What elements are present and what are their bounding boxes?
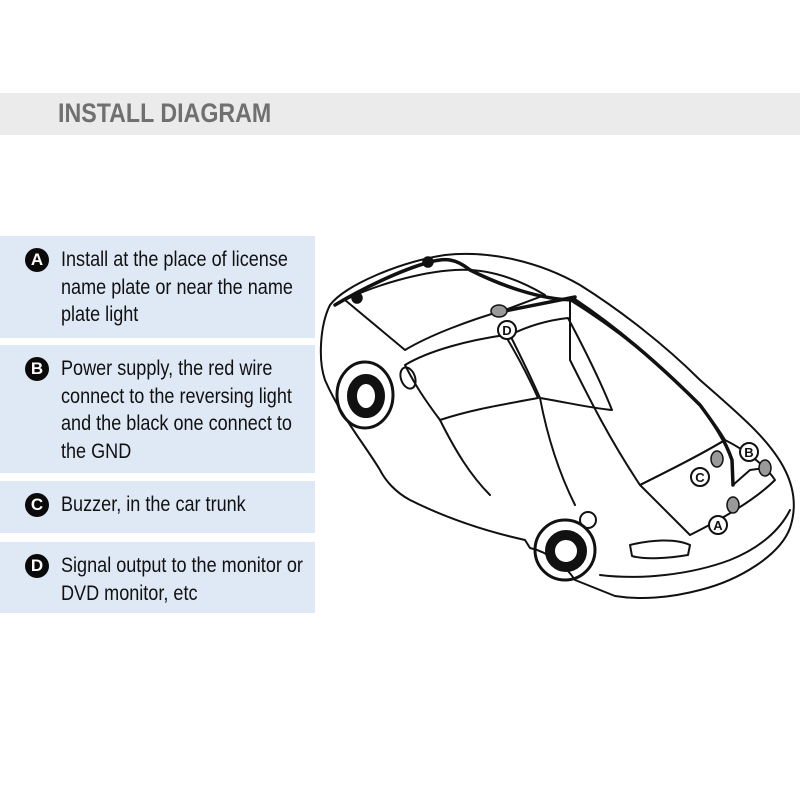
badge-a-icon: A (25, 248, 49, 272)
legend-item-a: A Install at the place of license name p… (0, 236, 315, 338)
badge-d-icon: D (25, 554, 49, 578)
side-window-rear (509, 317, 613, 411)
callout-d (497, 320, 517, 340)
legend-item-b: B Power supply, the red wire connect to … (0, 345, 315, 473)
legend-item-c: C Buzzer, in the car trunk (0, 481, 315, 533)
callout-b-label: B (744, 445, 753, 460)
front-wheel (335, 360, 395, 430)
rear-bumper (599, 509, 791, 578)
rear-window (569, 299, 726, 486)
legend-item-d: D Signal output to the monitor or DVD mo… (0, 542, 315, 613)
header-bar (0, 93, 800, 135)
roof-connector (422, 256, 434, 268)
rear-wheel (533, 518, 597, 582)
component-b (758, 459, 772, 477)
side-mirror (399, 366, 417, 390)
legend-text-c: Buzzer, in the car trunk (61, 493, 246, 516)
windshield (344, 268, 546, 351)
component-a (726, 496, 740, 514)
callout-d-label: D (502, 323, 511, 338)
callout-c (690, 467, 710, 487)
wire-to-d (498, 295, 577, 314)
car-body-outline (319, 252, 795, 599)
badge-b-icon: B (25, 357, 49, 381)
legend-text-b: Power supply, the red wire connect to th… (61, 357, 292, 463)
rear-wheel-hub (545, 530, 587, 572)
legend-text-d: Signal output to the monitor or DVD moni… (61, 554, 303, 605)
trunk-lid (639, 439, 776, 536)
side-window-front (404, 334, 539, 421)
component-c (710, 450, 724, 468)
car-illustration-icon: D C B A (319, 252, 795, 599)
callout-c-label: C (695, 470, 705, 485)
roof-wire (333, 257, 735, 487)
front-connector (351, 292, 363, 304)
tail-light (629, 539, 691, 560)
car-diagram: D C B A (310, 230, 800, 620)
legend-text-a: Install at the place of license name pla… (61, 248, 293, 326)
callout-b (739, 442, 759, 462)
badge-c-icon: C (25, 493, 49, 517)
callout-a (708, 515, 728, 535)
page-title: INSTALL DIAGRAM (58, 98, 272, 128)
callout-a-label: A (713, 518, 723, 533)
door-line (439, 397, 576, 506)
front-wheel-hub (347, 374, 385, 418)
fuel-cap (579, 511, 597, 529)
component-d (490, 304, 508, 318)
